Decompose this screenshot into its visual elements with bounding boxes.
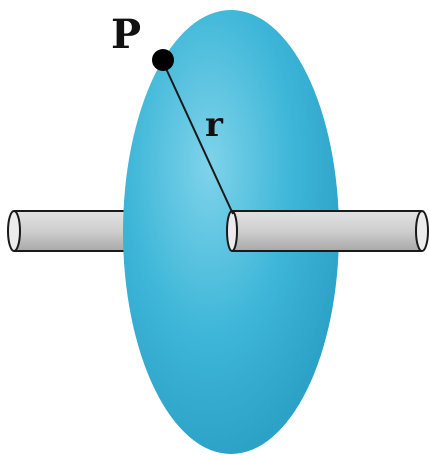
- axle-right-end: [415, 210, 429, 252]
- radius-label: r: [205, 105, 224, 145]
- axle-right-start: [226, 210, 238, 252]
- point-p: [152, 49, 174, 71]
- axle-left-end: [7, 210, 21, 252]
- axle-left: [7, 210, 144, 252]
- axle-right: [226, 210, 429, 252]
- radius-line: [162, 61, 234, 215]
- point-p-label: P: [111, 11, 141, 58]
